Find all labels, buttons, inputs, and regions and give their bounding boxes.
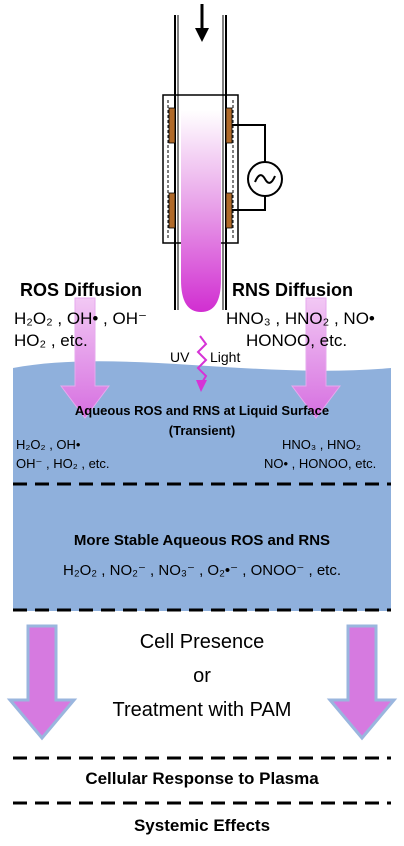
lower-right-electrode [225,192,233,229]
cell-left-arrow [6,624,78,741]
ros-species-line1: H₂O₂ , OH• , OH⁻ [14,309,147,328]
upper-left-electrode [168,107,176,144]
liquid-body [13,361,391,611]
cellular-response-label: Cellular Response to Plasma [85,769,319,788]
gas-inlet-arrow [195,4,209,42]
stable-title: More Stable Aqueous ROS and RNS [73,532,331,549]
surface-rns-line2: NO• , HONOO, etc. [264,456,377,471]
cell-presence-line1: Cell Presence [139,631,265,653]
surface-rns-line1: HNO₃ , HNO₂ [282,437,361,452]
upper-right-electrode [225,107,233,144]
rns-diffusion-arrow [291,297,341,419]
surface-title-line2: (Transient) [168,423,236,438]
ros-heading: ROS Diffusion [20,280,142,300]
light-label: Light [210,349,241,365]
surface-title-line1: Aqueous ROS and RNS at Liquid Surface [74,403,330,418]
cell-right-arrow [326,624,398,741]
rns-species-line1: HNO₃ , HNO₂ , NO• [226,309,375,328]
surface-ros-line1: H₂O₂ , OH• [16,437,81,452]
surface-ros-line2: OH⁻ , HO₂ , etc. [16,456,110,471]
ac-power-source [232,124,283,211]
ros-species-line2: HO₂ , etc. [14,331,88,350]
stable-species: H₂O₂ , NO₂⁻ , NO₃⁻ , O₂•⁻ , ONOO⁻ , etc. [62,562,341,579]
cell-presence-line2: or [193,665,211,687]
uv-label: UV [170,349,190,365]
lower-left-electrode [168,192,176,229]
cell-presence-line3: Treatment with PAM [112,699,292,721]
systemic-effects-label: Systemic Effects [133,816,271,835]
ros-diffusion-arrow [60,297,110,419]
uv-light-ray [196,335,208,392]
plasma-plume [181,110,221,312]
rns-heading: RNS Diffusion [232,280,353,300]
rns-species-line2: HONOO, etc. [246,331,348,350]
